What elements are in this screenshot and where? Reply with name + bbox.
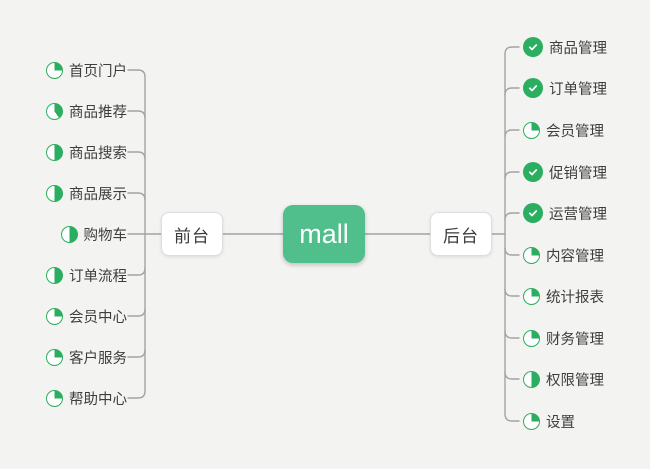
topic-label: 商品管理	[549, 40, 607, 57]
topic-row[interactable]: 促销管理	[523, 160, 607, 184]
progress-pie-icon	[46, 266, 63, 284]
topic-row[interactable]: 购物车	[60, 222, 128, 246]
progress-pie-icon	[46, 184, 63, 202]
topic-label: 权限管理	[546, 372, 604, 389]
progress-pie-icon	[523, 329, 540, 347]
task-done-check-icon	[523, 37, 543, 57]
progress-pie-icon	[46, 348, 63, 366]
topic-label: 订单流程	[69, 268, 127, 285]
progress-pie-icon	[523, 246, 540, 264]
progress-pie-icon	[523, 121, 540, 139]
topic-label: 设置	[546, 414, 575, 431]
topic-row[interactable]: 首页门户	[46, 58, 127, 82]
topic-label: 运营管理	[549, 206, 607, 223]
branch-node-backend[interactable]: 后台	[430, 212, 492, 256]
root-node-label: mall	[299, 218, 349, 249]
root-node-mall[interactable]: mall	[283, 205, 365, 263]
topic-row[interactable]: 商品搜索	[46, 140, 127, 164]
topic-row[interactable]: 设置	[523, 409, 575, 433]
topic-label: 订单管理	[549, 81, 607, 98]
topic-label: 会员管理	[546, 123, 604, 140]
topic-row[interactable]: 商品展示	[46, 181, 127, 205]
topic-row[interactable]: 会员管理	[523, 118, 604, 142]
topic-label: 内容管理	[546, 248, 604, 265]
topic-label: 财务管理	[546, 331, 604, 348]
topic-label: 商品搜索	[69, 145, 127, 162]
topic-label: 购物车	[83, 227, 128, 244]
topic-row[interactable]: 帮助中心	[46, 386, 127, 410]
topic-row[interactable]: 运营管理	[523, 201, 607, 225]
topic-row[interactable]: 会员中心	[46, 304, 127, 328]
topic-label: 客户服务	[69, 350, 127, 367]
task-done-check-icon	[523, 78, 543, 98]
topic-label: 帮助中心	[69, 391, 127, 408]
topic-row[interactable]: 内容管理	[523, 243, 604, 267]
topic-row[interactable]: 财务管理	[523, 326, 604, 350]
progress-pie-icon	[523, 412, 540, 430]
progress-pie-icon	[60, 225, 78, 243]
progress-pie-icon	[46, 143, 63, 161]
topic-label: 商品展示	[69, 186, 127, 203]
topic-label: 促销管理	[549, 165, 607, 182]
progress-pie-icon	[46, 61, 63, 79]
topic-label: 首页门户	[69, 63, 127, 80]
task-done-check-icon	[523, 203, 543, 223]
topic-label: 统计报表	[546, 289, 604, 306]
topic-row[interactable]: 商品推荐	[46, 99, 127, 123]
topic-row[interactable]: 订单管理	[523, 76, 607, 100]
task-done-check-icon	[523, 162, 543, 182]
progress-pie-icon	[46, 307, 63, 325]
topic-row[interactable]: 商品管理	[523, 35, 607, 59]
topic-label: 会员中心	[69, 309, 127, 326]
backend-node-label: 后台	[443, 226, 479, 246]
frontend-node-label: 前台	[174, 226, 210, 246]
branch-node-frontend[interactable]: 前台	[161, 212, 223, 256]
progress-pie-icon	[523, 287, 540, 305]
topic-label: 商品推荐	[69, 104, 127, 121]
progress-pie-icon	[46, 102, 63, 120]
topic-row[interactable]: 订单流程	[46, 263, 127, 287]
topic-row[interactable]: 权限管理	[523, 367, 604, 391]
topic-row[interactable]: 客户服务	[46, 345, 127, 369]
progress-pie-icon	[523, 370, 540, 388]
progress-pie-icon	[46, 389, 63, 407]
topic-row[interactable]: 统计报表	[523, 284, 604, 308]
